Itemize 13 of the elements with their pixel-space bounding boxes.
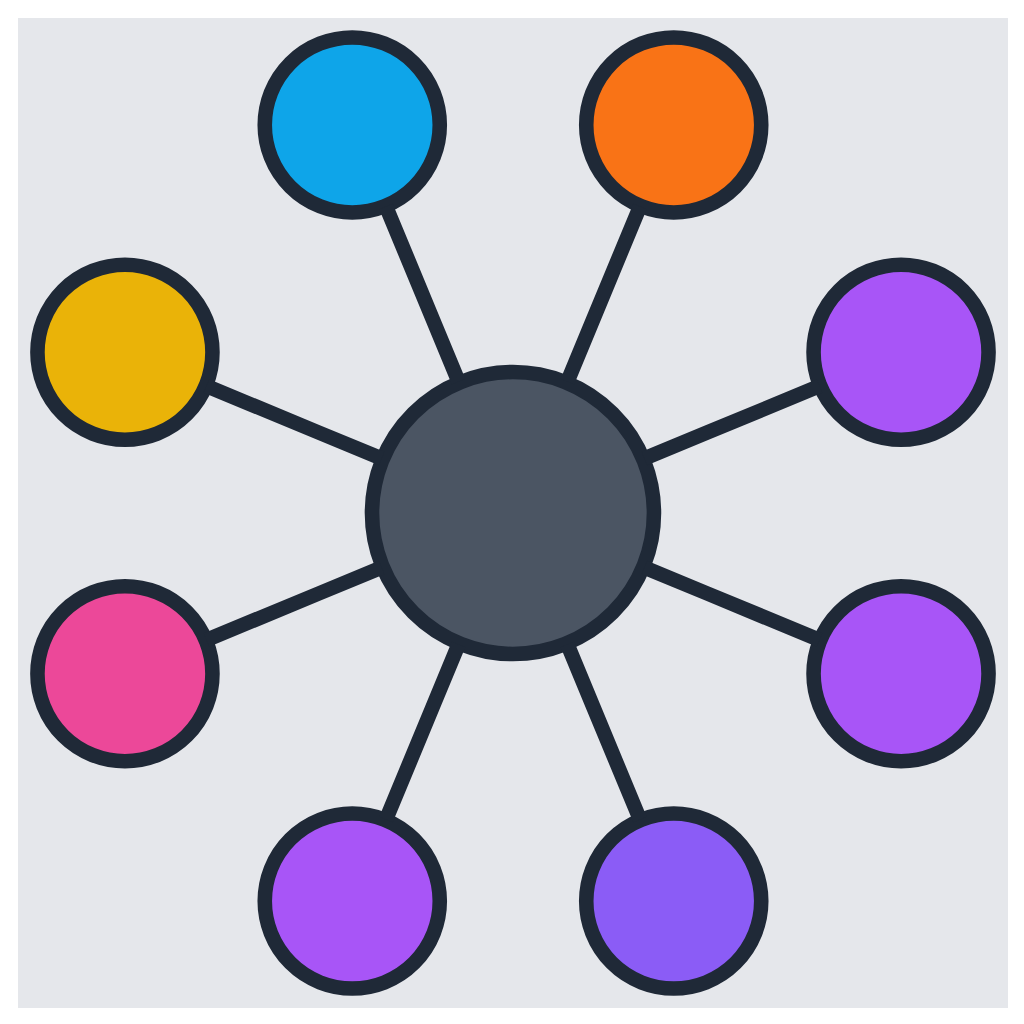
node-circle xyxy=(256,805,447,995)
node-circle xyxy=(805,577,995,768)
node-circle xyxy=(363,363,661,661)
connector xyxy=(378,640,465,822)
node-circle xyxy=(29,577,219,768)
connector xyxy=(640,559,822,646)
node-circle xyxy=(577,29,768,219)
connector xyxy=(640,378,822,465)
node-circle xyxy=(577,805,768,995)
node-circle xyxy=(29,256,219,447)
node-circle xyxy=(256,29,447,219)
connector xyxy=(559,640,646,822)
node-circle xyxy=(805,256,995,447)
